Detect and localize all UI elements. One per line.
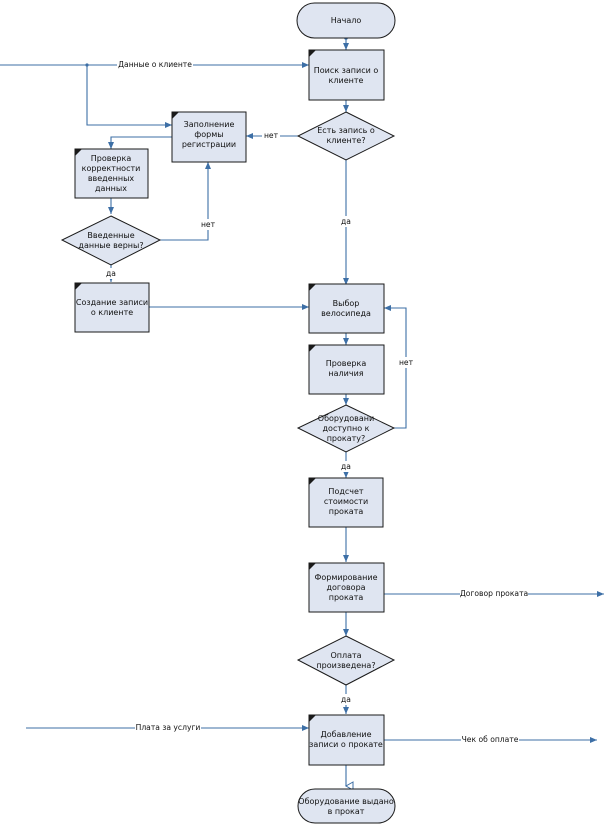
label-yes-record: да <box>341 217 351 226</box>
create-record-line-2: о клиенте <box>91 308 133 317</box>
equipment-available-line-1: Оборудовани <box>318 414 374 423</box>
process-search-client: Поиск записи о клиенте <box>308 49 385 101</box>
fill-form-line-1: Заполнение <box>184 120 235 129</box>
label-no-record: нет <box>264 131 279 140</box>
label-yes-valid: да <box>106 269 116 278</box>
label-client-data: Данные о клиенте <box>118 60 192 69</box>
check-data-line-4: данных <box>95 184 127 193</box>
check-data-line-3: введенных <box>88 174 135 183</box>
form-contract-line-3: проката <box>329 593 364 602</box>
label-contract: Договор проката <box>460 589 528 598</box>
form-contract-line-2: договора <box>326 583 365 592</box>
process-fill-form: Заполнение формы регистрации <box>171 111 247 163</box>
data-valid-line-2: данные верны? <box>78 241 143 250</box>
label-no-valid: нет <box>201 220 216 229</box>
equipment-available-line-2: доступно к <box>323 424 370 433</box>
label-yes-available: да <box>341 462 351 471</box>
label-no-available: нет <box>399 358 414 367</box>
end-terminator: Оборудование выдано в прокат <box>297 788 396 824</box>
edge-no-valid <box>160 162 211 241</box>
start-label: Начало <box>331 16 362 25</box>
add-rent-record-line-2: записи о прокате <box>309 740 383 749</box>
decision-payment-done: Оплата произведена? <box>296 635 396 686</box>
check-availability-line-1: Проверка <box>326 359 367 368</box>
fill-form-line-3: регистрации <box>182 140 236 149</box>
choose-bike-line-1: Выбор <box>333 299 360 308</box>
label-fee: Плата за услуги <box>136 723 201 732</box>
start-terminator: Начало <box>296 2 396 39</box>
end-line-2: в прокат <box>328 807 365 816</box>
decision-equipment-available: Оборудовани доступно к прокату? <box>296 404 396 453</box>
payment-done-line-1: Оплата <box>330 651 361 660</box>
decision-record-exists: Есть запись о клиенте? <box>296 111 396 161</box>
check-data-line-2: корректности <box>82 164 141 173</box>
end-line-1: Оборудование выдано <box>298 797 394 806</box>
equipment-available-line-3: прокату? <box>327 434 366 443</box>
data-valid-line-1: Введенные <box>87 231 134 240</box>
payment-done-line-2: произведена? <box>316 661 375 670</box>
record-exists-line-2: клиенте? <box>326 136 365 145</box>
check-data-line-1: Проверка <box>91 154 132 163</box>
edge-form-check <box>108 136 172 149</box>
decision-data-valid: Введенные данные верны? <box>60 215 162 266</box>
process-add-rent-record: Добавление записи о прокате <box>308 714 385 766</box>
process-choose-bike: Выбор велосипеда <box>308 283 385 334</box>
record-exists-line-1: Есть запись о <box>317 126 375 135</box>
process-check-data: Проверка корректности введенных данных <box>74 148 149 199</box>
label-receipt: Чек об оплате <box>462 735 519 744</box>
fill-form-line-2: формы <box>194 130 223 139</box>
form-contract-line-1: Формирование <box>314 573 377 582</box>
search-client-line-1: Поиск записи о <box>314 66 379 75</box>
create-record-line-1: Создание записи <box>76 298 148 307</box>
process-create-record: Создание записи о клиенте <box>74 282 150 333</box>
calc-cost-line-1: Подсчет <box>328 487 363 496</box>
process-calc-cost: Подсчет стоимости проката <box>308 477 384 528</box>
choose-bike-line-2: велосипеда <box>321 309 371 318</box>
edge-labels: Данные о клиенте нет да нет да нет да До… <box>103 59 528 745</box>
check-availability-line-2: наличия <box>328 369 363 378</box>
add-rent-record-line-1: Добавление <box>320 730 371 739</box>
calc-cost-line-2: стоимости <box>324 497 368 506</box>
process-check-availability: Проверка наличия <box>308 344 385 395</box>
edge-client-data-to-form <box>86 65 172 128</box>
label-yes-paid: да <box>341 695 351 704</box>
process-form-contract: Формирование договора проката <box>308 562 385 613</box>
calc-cost-line-3: проката <box>329 507 364 516</box>
search-client-line-2: клиенте <box>329 76 364 85</box>
